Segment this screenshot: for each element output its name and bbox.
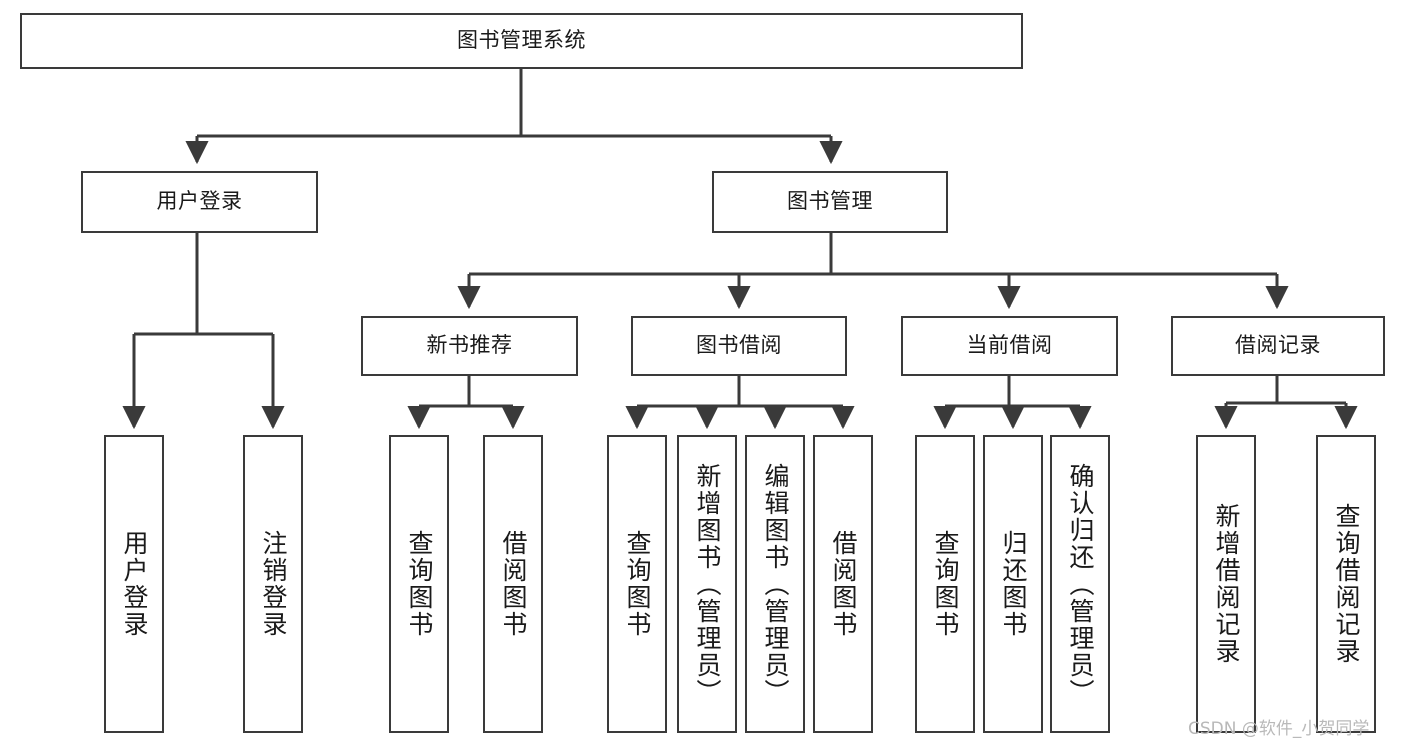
node-current-borrow[interactable]: 当前借阅 <box>901 316 1118 376</box>
node-leaf-query-book-1[interactable]: 查询图书 <box>389 435 449 733</box>
watermark-text: CSDN @软件_小贺同学 <box>1188 719 1370 739</box>
node-borrow-record-label: 借阅记录 <box>1235 333 1321 358</box>
node-leaf-user-logout[interactable]: 注销登录 <box>243 435 303 733</box>
node-leaf-add-record-label: 新增借阅记录 <box>1212 503 1241 665</box>
node-leaf-query-book-2[interactable]: 查询图书 <box>607 435 667 733</box>
node-leaf-borrow-book-2-label: 借阅图书 <box>829 530 858 638</box>
node-leaf-add-book-label: 新增图书（管理员） <box>693 462 722 706</box>
node-leaf-query-book-3[interactable]: 查询图书 <box>915 435 975 733</box>
node-leaf-query-book-3-label: 查询图书 <box>931 530 960 638</box>
node-root[interactable]: 图书管理系统 <box>20 13 1023 69</box>
node-borrow-record[interactable]: 借阅记录 <box>1171 316 1385 376</box>
node-leaf-confirm-return[interactable]: 确认归还（管理员） <box>1050 435 1110 733</box>
node-leaf-query-book-2-label: 查询图书 <box>623 530 652 638</box>
node-leaf-add-book[interactable]: 新增图书（管理员） <box>677 435 737 733</box>
node-leaf-query-record[interactable]: 查询借阅记录 <box>1316 435 1376 733</box>
node-new-book-recommend-label: 新书推荐 <box>426 333 513 358</box>
node-leaf-user-login[interactable]: 用户登录 <box>104 435 164 733</box>
node-root-label: 图书管理系统 <box>457 28 586 53</box>
node-leaf-borrow-book-1[interactable]: 借阅图书 <box>483 435 543 733</box>
node-leaf-borrow-book-1-label: 借阅图书 <box>499 530 528 638</box>
node-leaf-return-book[interactable]: 归还图书 <box>983 435 1043 733</box>
node-leaf-add-record[interactable]: 新增借阅记录 <box>1196 435 1256 733</box>
node-leaf-query-book-1-label: 查询图书 <box>405 530 434 638</box>
node-new-book-recommend[interactable]: 新书推荐 <box>361 316 578 376</box>
node-leaf-edit-book[interactable]: 编辑图书（管理员） <box>745 435 805 733</box>
node-leaf-return-book-label: 归还图书 <box>999 530 1028 638</box>
node-leaf-user-logout-label: 注销登录 <box>259 530 288 638</box>
node-book-borrow-label: 图书借阅 <box>696 333 782 358</box>
node-book-borrow[interactable]: 图书借阅 <box>631 316 847 376</box>
node-leaf-confirm-return-label: 确认归还（管理员） <box>1066 462 1095 706</box>
node-user-login-label: 用户登录 <box>156 189 243 214</box>
node-leaf-query-record-label: 查询借阅记录 <box>1332 503 1361 665</box>
node-user-login[interactable]: 用户登录 <box>81 171 318 233</box>
node-book-management-label: 图书管理 <box>787 189 873 214</box>
node-leaf-user-login-label: 用户登录 <box>120 530 149 638</box>
node-leaf-borrow-book-2[interactable]: 借阅图书 <box>813 435 873 733</box>
node-book-management[interactable]: 图书管理 <box>712 171 948 233</box>
node-leaf-edit-book-label: 编辑图书（管理员） <box>761 462 790 706</box>
node-current-borrow-label: 当前借阅 <box>966 333 1053 358</box>
